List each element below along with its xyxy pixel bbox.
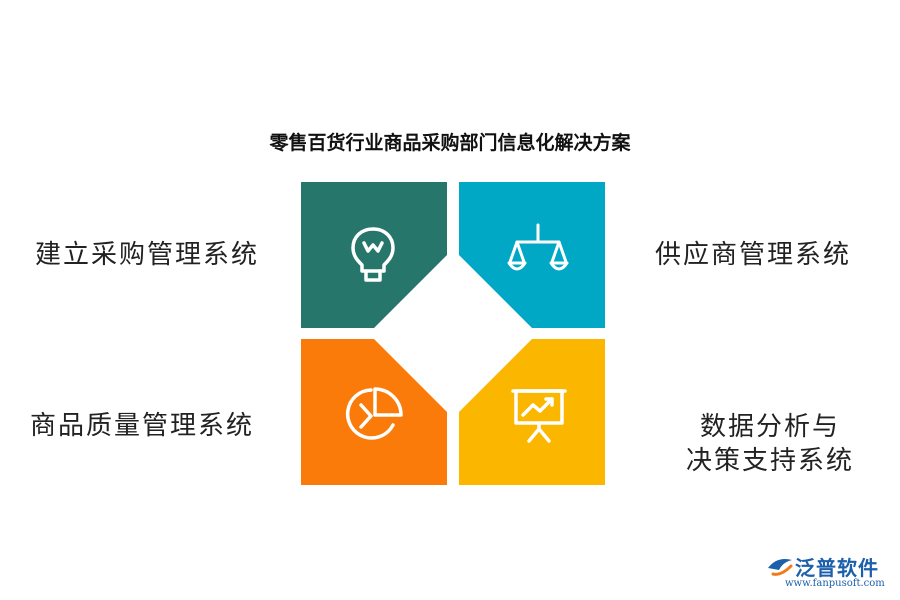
tile-decision-system [459, 339, 605, 485]
tile-supplier-system [459, 182, 605, 328]
presentation-chart-icon [511, 389, 567, 443]
tile-quality-system [301, 339, 447, 485]
brand-name: 泛普软件 [795, 556, 879, 580]
tile-background [459, 182, 605, 328]
label-supplier-system: 供应商管理系统 [655, 240, 852, 270]
tile-background [459, 339, 605, 485]
brand-logo: 泛普软件 www.fanpusoft.com [757, 548, 897, 594]
label-decision-line1: 数据分析与 [699, 412, 840, 442]
tile-background [301, 182, 447, 328]
label-procurement-system: 建立采购管理系统 [35, 240, 260, 270]
lightbulb-icon [351, 227, 395, 282]
label-decision-line2: 决策支持系统 [685, 446, 854, 476]
brand-mark-icon [768, 559, 793, 576]
brand-url: www.fanpusoft.com [785, 578, 885, 589]
label-quality-system: 商品质量管理系统 [30, 411, 255, 441]
label-decision-system: 数据分析与 决策支持系统 [670, 410, 870, 478]
balance-scale-icon [507, 223, 569, 271]
page-title: 零售百货行业商品采购部门信息化解决方案 [269, 132, 631, 154]
tile-procurement-system [301, 182, 447, 328]
pie-chart-icon [345, 387, 403, 440]
